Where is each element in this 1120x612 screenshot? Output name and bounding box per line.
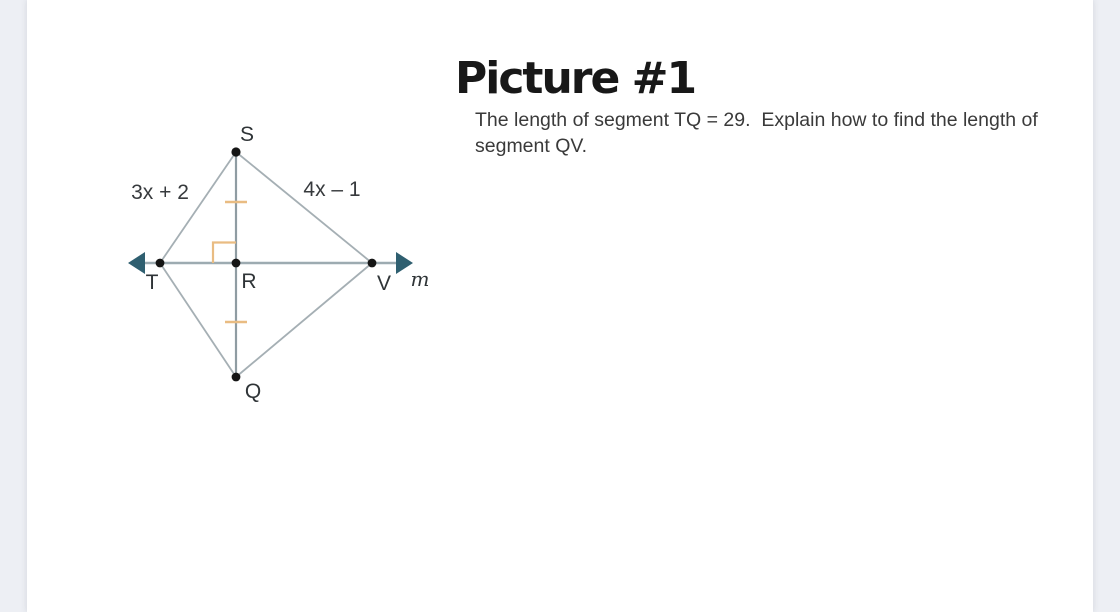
label-T: T	[146, 271, 159, 294]
label-V: V	[377, 272, 391, 295]
worksheet-page	[27, 0, 1093, 612]
point-T	[155, 258, 165, 268]
arrow-left-icon	[128, 252, 145, 274]
label-R: R	[241, 270, 256, 293]
edge-TQ	[159, 262, 237, 378]
label-line-m: m	[411, 267, 430, 291]
label-segment-TS: 3x + 2	[131, 181, 189, 204]
edge-SV	[235, 151, 373, 264]
label-Q: Q	[245, 380, 261, 403]
point-S	[231, 147, 241, 157]
point-Q	[231, 372, 241, 382]
point-V	[367, 258, 377, 268]
arrow-right-icon	[396, 252, 413, 274]
page-title: Picture #1	[455, 53, 697, 105]
problem-statement: The length of segment TQ = 29. Explain h…	[475, 108, 1038, 157]
edge-QV	[235, 262, 373, 378]
right-angle-marker	[211, 241, 236, 263]
label-segment-SV: 4x – 1	[303, 178, 360, 201]
label-S: S	[240, 123, 254, 146]
kite-diagram: S T R V Q m 3x + 2 4x – 1	[128, 123, 430, 403]
point-R	[231, 258, 241, 268]
edge-TS	[159, 151, 237, 264]
